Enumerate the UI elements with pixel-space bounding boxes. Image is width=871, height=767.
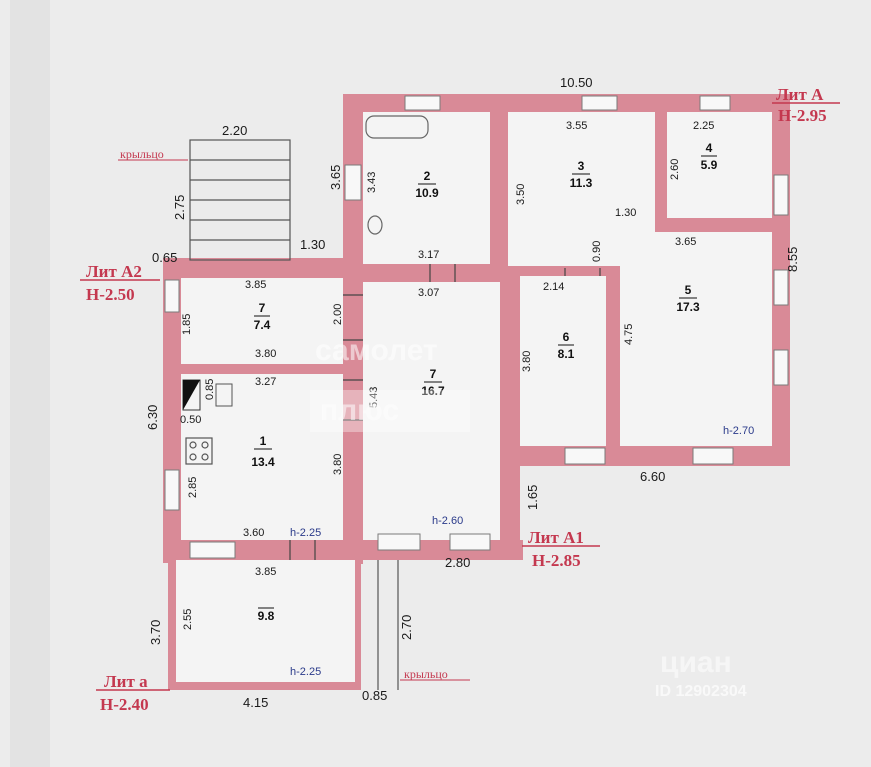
porch-label-bottom: крыльцо	[404, 667, 448, 681]
dim-3-43: 3.43	[366, 172, 378, 193]
lit-a1-label: Лит А1	[528, 528, 584, 547]
lit-a2-height: Н-2.50	[86, 285, 135, 304]
dim-3-80-h: 3.80	[255, 348, 276, 360]
height-room-1: h-2.25	[290, 527, 321, 539]
dim-3-50: 3.50	[515, 184, 527, 205]
dim-6-60: 6.60	[640, 469, 665, 484]
height-room-5: h-2.70	[723, 425, 754, 437]
room-6-area: 8.1	[558, 347, 575, 361]
room-8-number: 7	[259, 301, 266, 315]
room-3-area: 11.3	[570, 176, 593, 190]
watermarks: самолет плюс циан ID 12902304	[310, 334, 747, 700]
dim-2-60: 2.60	[669, 159, 681, 180]
dim-3-07: 3.07	[418, 287, 439, 299]
dimensions: 10.50 3.55 2.25 2.20 3.65 3.43 3.50 2.60…	[145, 75, 800, 710]
watermark-id: ID 12902304	[655, 683, 747, 700]
lit-a-small-height: Н-2.40	[100, 695, 149, 714]
bathtub	[365, 115, 429, 139]
watermark-cian: циан	[660, 646, 732, 679]
room-3-number: 3	[578, 159, 585, 173]
dim-1-65: 1.65	[525, 485, 540, 510]
room-5-area: 17.3	[676, 300, 700, 314]
lit-labels: Лит А Н-2.95 Лит А2 Н-2.50 Лит А1 Н-2.85…	[80, 85, 840, 714]
room-4-number: 4	[706, 141, 713, 155]
stove	[185, 437, 213, 465]
dim-2-75: 2.75	[172, 195, 187, 220]
dim-1-30-b: 1.30	[300, 237, 325, 252]
dim-0-85-b: 0.85	[362, 688, 387, 703]
room-floors	[176, 112, 772, 682]
dim-3-17: 3.17	[418, 249, 439, 261]
room-8-area: 7.4	[254, 318, 271, 332]
dim-5-43: 5.43	[368, 387, 380, 408]
dim-3-65-left: 3.65	[328, 165, 343, 190]
room-2-number: 2	[424, 169, 431, 183]
dim-4-75: 4.75	[623, 324, 635, 345]
doors	[289, 264, 601, 560]
height-room-9: h-2.25	[290, 666, 321, 678]
dim-4-15: 4.15	[243, 695, 268, 710]
dim-2-14: 2.14	[543, 281, 564, 293]
lit-a1-height: Н-2.85	[532, 551, 581, 570]
watermark-brand: самолет	[315, 334, 438, 367]
toilet	[367, 215, 383, 235]
dim-0-90: 0.90	[591, 241, 603, 262]
lit-a-small-label: Лит а	[104, 672, 148, 691]
dim-0-85: 0.85	[204, 379, 216, 400]
dim-2-25-top: 2.25	[693, 120, 714, 132]
dim-2-00: 2.00	[332, 304, 344, 325]
dim-3-70: 3.70	[148, 620, 163, 645]
room-labels: 2 10.9 3 11.3 4 5.9 5 17.3 6 8.1 7 16.7 …	[251, 141, 717, 623]
windows	[164, 95, 789, 559]
lit-a2-label: Лит А2	[86, 262, 142, 281]
dim-1-30-a: 1.30	[615, 207, 636, 219]
dim-6-30: 6.30	[145, 405, 160, 430]
dim-3-60: 3.60	[243, 527, 264, 539]
dim-2-70: 2.70	[399, 615, 414, 640]
room-7-number: 7	[430, 367, 437, 381]
room-1-area: 13.4	[251, 455, 275, 469]
dim-2-55: 2.55	[182, 609, 194, 630]
dim-10-50: 10.50	[560, 75, 593, 90]
dim-3-85: 3.85	[245, 279, 266, 291]
dim-3-55: 3.55	[566, 120, 587, 132]
room-4-area: 5.9	[701, 158, 718, 172]
dim-3-65-b: 3.65	[675, 236, 696, 248]
dim-3-80-c: 3.80	[332, 454, 344, 475]
room-9-area: 9.8	[258, 609, 275, 623]
room-7-area: 16.7	[421, 384, 445, 398]
height-room-7: h-2.60	[432, 515, 463, 527]
porch-stairs-top	[189, 139, 291, 261]
room-2-area: 10.9	[415, 186, 439, 200]
lit-a-label: Лит А	[776, 85, 824, 104]
room-1-number: 1	[260, 434, 267, 448]
room-6-number: 6	[563, 330, 570, 344]
dim-3-27: 3.27	[255, 376, 276, 388]
room-5-number: 5	[685, 283, 692, 297]
chimney	[182, 379, 233, 411]
dim-1-85: 1.85	[181, 314, 193, 335]
dim-3-80-v: 3.80	[521, 351, 533, 372]
dim-3-85-b: 3.85	[255, 566, 276, 578]
ceiling-heights: h-2.70 h-2.60 h-2.25 h-2.25	[290, 425, 754, 678]
watermark-brand-2: плюс	[320, 394, 399, 427]
porch-bottom	[377, 560, 399, 690]
dim-2-85: 2.85	[187, 477, 199, 498]
dim-8-55: 8.55	[785, 247, 800, 272]
dim-2-20: 2.20	[222, 123, 247, 138]
dim-0-65: 0.65	[152, 250, 177, 265]
dim-2-80: 2.80	[445, 555, 470, 570]
lit-a-height: Н-2.95	[778, 106, 827, 125]
porch-label-top: крыльцо	[120, 147, 164, 161]
dim-0-50: 0.50	[180, 414, 201, 426]
